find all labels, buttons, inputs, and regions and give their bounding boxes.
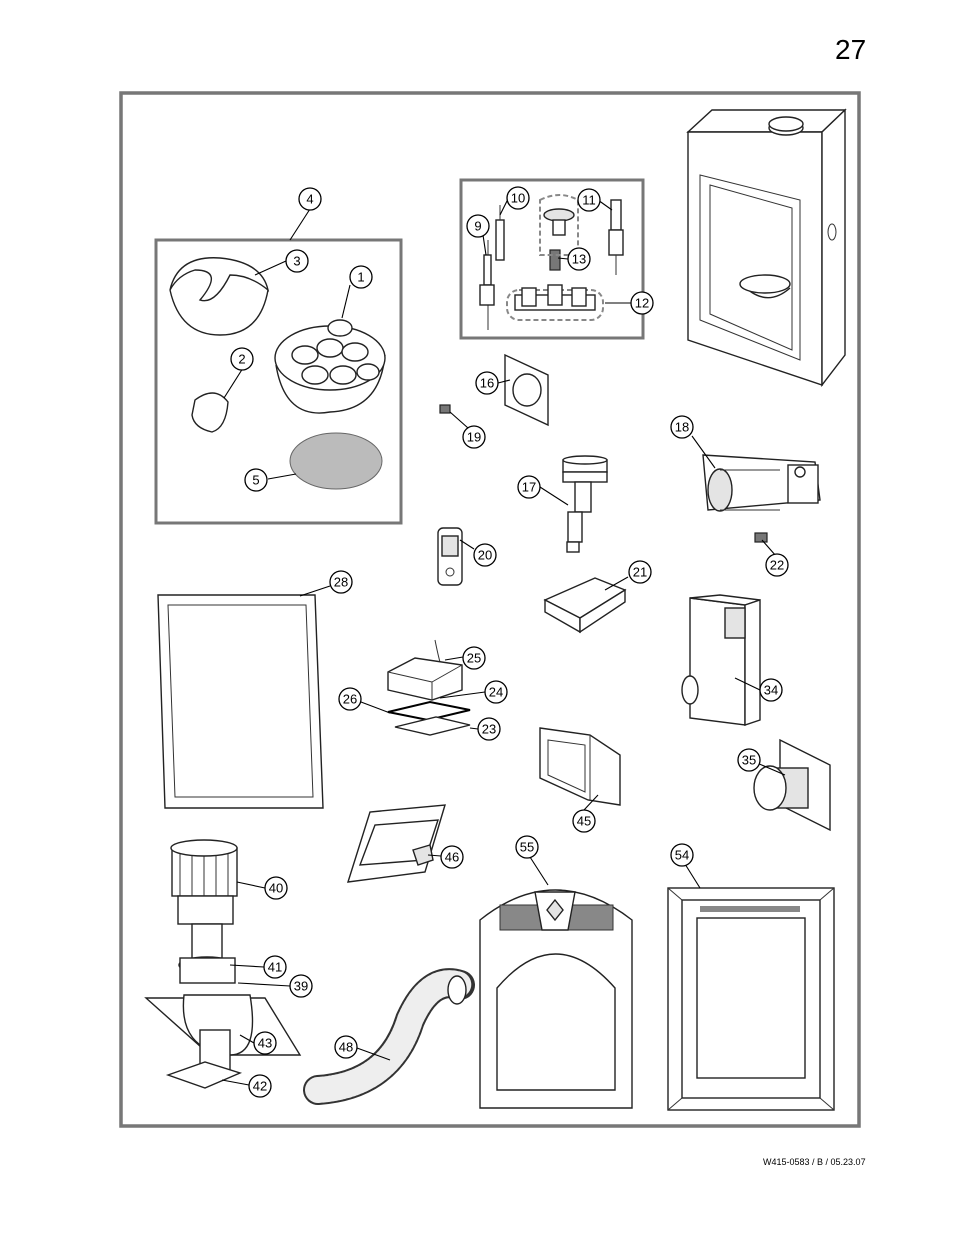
svg-text:18: 18 (675, 420, 689, 435)
arched-facade (479, 889, 633, 1109)
control-box (387, 639, 471, 736)
callout-55: 55 (515, 835, 539, 859)
svg-text:3: 3 (293, 254, 300, 269)
callout-45: 45 (572, 809, 596, 833)
svg-text:13: 13 (572, 252, 586, 267)
callout-4: 4 (298, 187, 322, 211)
callout-39: 39 (289, 974, 313, 998)
svg-text:55: 55 (520, 840, 534, 855)
callout-48: 48 (334, 1035, 358, 1059)
callout-11: 11 (577, 188, 601, 212)
valve-components (479, 194, 624, 330)
callout-42: 42 (248, 1074, 272, 1098)
svg-text:34: 34 (764, 683, 778, 698)
svg-text:26: 26 (343, 692, 357, 707)
svg-text:41: 41 (268, 960, 282, 975)
callout-54: 54 (670, 843, 694, 867)
callout-18: 18 (670, 415, 694, 439)
stone (191, 392, 229, 433)
svg-text:12: 12 (635, 296, 649, 311)
svg-text:2: 2 (238, 352, 245, 367)
svg-text:35: 35 (742, 753, 756, 768)
svg-text:9: 9 (474, 219, 481, 234)
svg-text:1: 1 (357, 270, 364, 285)
callout-24: 24 (484, 680, 508, 704)
svg-text:20: 20 (478, 548, 492, 563)
callout-43: 43 (253, 1031, 277, 1055)
svg-text:40: 40 (269, 881, 283, 896)
svg-text:24: 24 (489, 685, 503, 700)
svg-text:45: 45 (577, 814, 591, 829)
callout-26: 26 (338, 687, 362, 711)
callout-35: 35 (737, 748, 761, 772)
callout-40: 40 (264, 876, 288, 900)
svg-text:22: 22 (770, 558, 784, 573)
callout-28: 28 (329, 570, 353, 594)
heat-exchanger (681, 594, 761, 726)
blower (702, 454, 821, 512)
mesh-screen (289, 432, 383, 490)
media-kit-box (154, 238, 403, 525)
callout-12: 12 (630, 291, 654, 315)
document-code: W415-0583 / B / 05.23.07 (763, 1157, 866, 1167)
callout-46: 46 (440, 845, 464, 869)
callout-9: 9 (466, 214, 490, 238)
svg-text:21: 21 (633, 565, 647, 580)
svg-text:19: 19 (467, 430, 481, 445)
svg-text:10: 10 (511, 191, 525, 206)
wall-vent (753, 738, 831, 832)
callout-41: 41 (263, 955, 287, 979)
outer-frame (119, 91, 861, 1128)
svg-text:25: 25 (467, 651, 481, 666)
page-number: 27 (835, 34, 867, 65)
svg-text:16: 16 (480, 376, 494, 391)
svg-text:46: 46 (445, 850, 459, 865)
bracket (347, 804, 446, 883)
callout-2: 2 (230, 347, 254, 371)
svg-text:17: 17 (522, 480, 536, 495)
callout-10: 10 (506, 186, 530, 210)
svg-text:42: 42 (253, 1079, 267, 1094)
svg-text:23: 23 (482, 722, 496, 737)
callout-23: 23 (477, 717, 501, 741)
callout-22: 22 (765, 553, 789, 577)
callout-16: 16 (475, 371, 499, 395)
callout-1: 1 (349, 265, 373, 289)
bowl-with-stones (274, 319, 386, 414)
svg-text:48: 48 (339, 1040, 353, 1055)
svg-text:54: 54 (675, 848, 689, 863)
rectangular-facade (667, 887, 835, 1111)
remote-control (437, 527, 463, 586)
valve-kit-box (459, 178, 645, 340)
mounting-plate (504, 353, 549, 427)
svg-text:4: 4 (306, 192, 313, 207)
svg-text:43: 43 (258, 1036, 272, 1051)
callout-13: 13 (567, 247, 591, 271)
callout-17: 17 (517, 475, 541, 499)
callout-19: 19 (462, 425, 486, 449)
callout-25: 25 (462, 646, 486, 670)
burner-tube (562, 455, 608, 553)
callout-34: 34 (759, 678, 783, 702)
firebox-insert (539, 727, 621, 806)
callout-21: 21 (628, 560, 652, 584)
svg-text:28: 28 (334, 575, 348, 590)
small-clip-2 (754, 532, 768, 543)
small-clip (439, 404, 451, 414)
bowl-partial (169, 257, 270, 336)
callout-20: 20 (473, 543, 497, 567)
fireplace-unit (686, 108, 847, 388)
receiver (543, 577, 627, 634)
flex-hose (303, 968, 475, 1105)
callout-5: 5 (244, 468, 268, 492)
glass-frame (157, 594, 324, 809)
svg-text:5: 5 (252, 473, 259, 488)
callout-3: 3 (285, 249, 309, 273)
svg-text:39: 39 (294, 979, 308, 994)
svg-text:11: 11 (582, 193, 596, 208)
